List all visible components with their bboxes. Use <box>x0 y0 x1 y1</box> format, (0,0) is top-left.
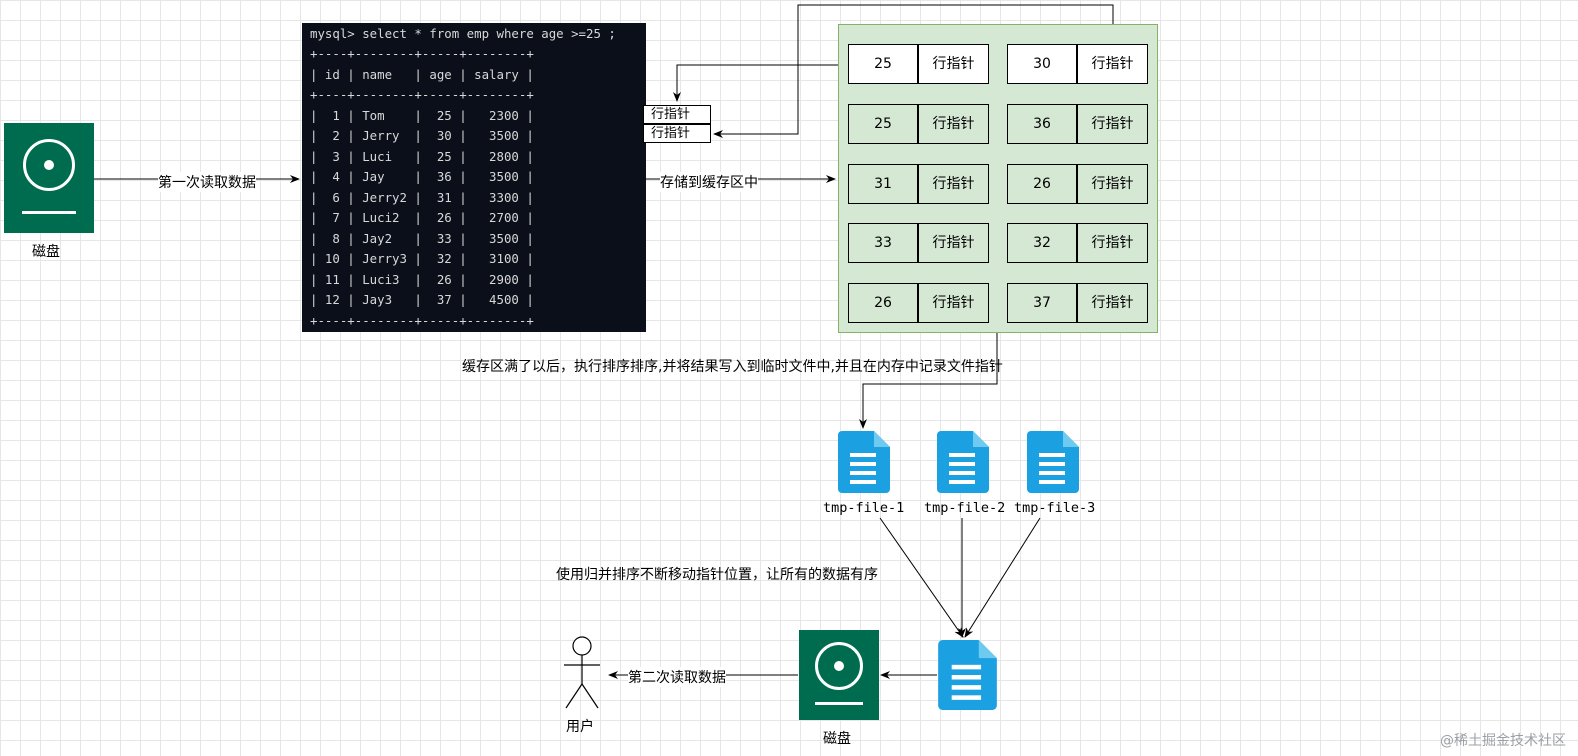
buffer-value-cell: 26 <box>1007 164 1077 204</box>
buffer-value-cell: 25 <box>848 44 918 84</box>
tmp-file-3-icon <box>1027 431 1079 493</box>
user-icon <box>564 636 600 709</box>
terminal-line: | 1 | Tom | 25 | 2300 | <box>310 108 534 123</box>
terminal-line: +----+--------+-----+--------+ <box>310 313 534 328</box>
tmp-file-1-label: tmp-file-1 <box>823 500 905 516</box>
arrow-merge-3 <box>964 517 1041 638</box>
row-pointer-box: 行指针 <box>643 124 711 143</box>
watermark: @稀土掘金技术社区 <box>1440 733 1566 749</box>
row-pointer-box: 行指针 <box>643 105 711 124</box>
terminal-line: | 3 | Luci | 25 | 2800 | <box>310 149 534 164</box>
buffer-pointer-cell: 行指针 <box>918 283 989 323</box>
mysql-terminal: mysql> select * from emp where age >=25 … <box>302 23 646 332</box>
buffer-pointer-cell: 行指针 <box>918 104 989 144</box>
store-buffer-label: 存储到缓存区中 <box>660 172 758 192</box>
terminal-line: | 6 | Jerry2 | 31 | 3300 | <box>310 190 534 205</box>
terminal-line: mysql> select * from emp where age >=25 … <box>310 26 616 41</box>
disk-top-label: 磁盘 <box>32 244 60 260</box>
tmp-file-1-icon <box>838 431 890 493</box>
second-read-label: 第二次读取数据 <box>628 667 726 687</box>
first-read-label: 第一次读取数据 <box>158 172 256 192</box>
buffer-value-cell: 25 <box>848 104 918 144</box>
terminal-line: | 8 | Jay2 | 33 | 3500 | <box>310 231 534 246</box>
disk-bottom-icon <box>799 630 879 720</box>
buffer-value-cell: 37 <box>1007 283 1077 323</box>
buffer-pointer-cell: 行指针 <box>1077 223 1148 263</box>
terminal-line: | 10 | Jerry3 | 32 | 3100 | <box>310 251 534 266</box>
disk-bottom-label: 磁盘 <box>823 731 851 747</box>
terminal-line: | 12 | Jay3 | 37 | 4500 | <box>310 292 534 307</box>
merge-sort-label: 使用归并排序不断移动指针位置，让所有的数据有序 <box>556 567 878 583</box>
user-label: 用户 <box>566 719 594 735</box>
buffer-pointer-cell: 行指针 <box>1077 104 1148 144</box>
buffer-pointer-cell: 行指针 <box>918 164 989 204</box>
terminal-line: | id | name | age | salary | <box>310 67 534 82</box>
buffer-pointer-cell: 行指针 <box>1077 44 1148 84</box>
buffer-value-cell: 30 <box>1007 44 1077 84</box>
buffer-pointer-cell: 行指针 <box>918 44 989 84</box>
arrow-merge-1 <box>879 517 964 638</box>
buffer-pointer-cell: 行指针 <box>918 223 989 263</box>
arrow-pointer-25 <box>673 64 918 102</box>
buffer-value-cell: 36 <box>1007 104 1077 144</box>
tmp-file-2-label: tmp-file-2 <box>924 500 1006 516</box>
terminal-line: +----+--------+-----+--------+ <box>310 46 534 61</box>
buffer-full-label: 缓存区满了以后，执行排序排序,并将结果写入到临时文件中,并且在内存中记录文件指针 <box>462 359 1003 375</box>
terminal-line: | 11 | Luci3 | 26 | 2900 | <box>310 272 534 287</box>
buffer-value-cell: 26 <box>848 283 918 323</box>
disk-top-icon <box>4 123 94 233</box>
terminal-line: +----+--------+-----+--------+ <box>310 87 534 102</box>
tmp-file-3-label: tmp-file-3 <box>1014 500 1096 516</box>
buffer-value-cell: 33 <box>848 223 918 263</box>
arrow-buffer-full <box>859 333 998 429</box>
terminal-line: | 4 | Jay | 36 | 3500 | <box>310 169 534 184</box>
buffer-value-cell: 31 <box>848 164 918 204</box>
buffer-pointer-cell: 行指针 <box>1077 164 1148 204</box>
buffer-value-cell: 32 <box>1007 223 1077 263</box>
terminal-line: | 2 | Jerry | 30 | 3500 | <box>310 128 534 143</box>
merged-file-icon <box>938 640 997 710</box>
arrow-pointer-30 <box>713 4 1114 138</box>
buffer-pointer-cell: 行指针 <box>1077 283 1148 323</box>
tmp-file-2-icon <box>937 431 989 493</box>
terminal-line: | 7 | Luci2 | 26 | 2700 | <box>310 210 534 225</box>
